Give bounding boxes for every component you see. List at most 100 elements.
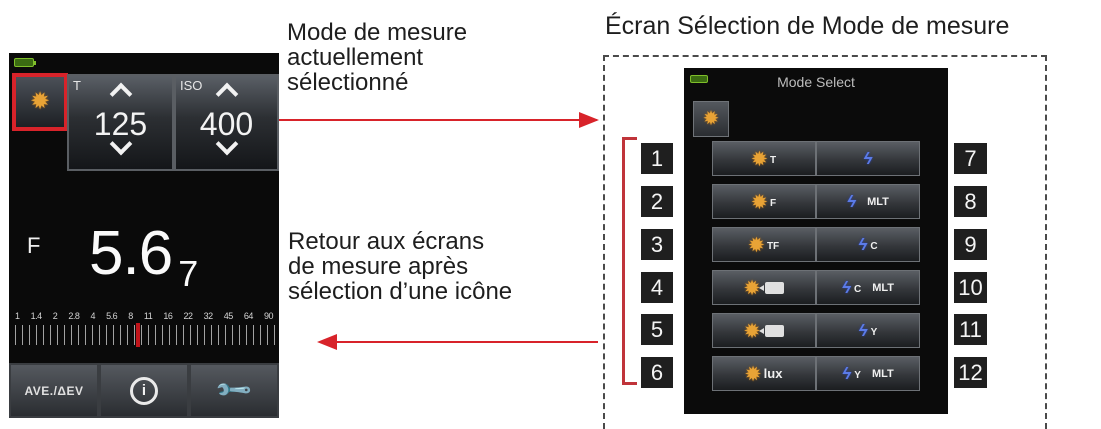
annotation-line: sélection d’une icône [288, 278, 513, 305]
iso-label: ISO [180, 78, 203, 93]
scale-label: 32 [203, 311, 214, 321]
sun-ambient-icon: ✹ [745, 363, 761, 384]
current-mode-button[interactable]: ✹ [12, 73, 68, 131]
mode-flash-cord-mlt-button[interactable]: ϟ C MLT [816, 270, 920, 305]
annotation-line: sélectionné [287, 69, 409, 96]
mode-number-badge: 7 [954, 143, 987, 174]
mode-number-badge: 5 [641, 314, 673, 345]
mode-flash-button[interactable]: ϟ [816, 141, 920, 176]
mode-number-badge: 2 [641, 186, 673, 217]
flash-bolt-icon: ϟ [841, 277, 851, 297]
shutter-up-button[interactable] [109, 78, 132, 107]
settings-button[interactable]: 🔧 [189, 363, 279, 418]
mode-number-badge: 8 [954, 186, 987, 217]
mode-ambient-lux-button[interactable]: ✹ lux [712, 356, 816, 391]
annotation-line: actuellement [287, 44, 424, 71]
aperture-main: 5.6 [89, 219, 173, 288]
chevron-up-icon [109, 82, 132, 106]
scale-label: 22 [183, 311, 193, 321]
scale-label: 90 [263, 311, 274, 321]
left-bracket [622, 137, 637, 385]
flash-bolt-icon: ϟ [842, 363, 852, 383]
mode-select-screen: Mode Select ✹ ✹ T ϟ ✹ F ϟ MLT ✹ TF ϟ C [684, 68, 948, 414]
cine-camera-icon [758, 281, 784, 294]
scale-label: 4 [90, 311, 96, 321]
scale-label: 2 [52, 311, 58, 321]
mode-flash-cord-button[interactable]: ϟ C [816, 227, 920, 262]
scale-label: 5.6 [106, 311, 118, 321]
mode-select-caption: Écran Sélection de Mode de mesure [605, 12, 1010, 40]
sun-ambient-icon: ✹ [751, 191, 767, 212]
annotation-current-mode: Mode de mesure actuellement sélectionné [287, 20, 467, 95]
scale-needle [136, 323, 140, 347]
flash-bolt-icon: ϟ [863, 148, 873, 168]
wrench-icon: 🔧 [213, 370, 255, 411]
mode-ambient-tf-button[interactable]: ✹ TF [712, 227, 816, 262]
shutter-value: 125 [93, 106, 148, 142]
annotation-line: Mode de mesure [287, 19, 468, 46]
iso-value: 400 [199, 106, 254, 142]
mode-ambient-f-button[interactable]: ✹ F [712, 184, 816, 219]
scale-ticks [15, 325, 275, 345]
iso-spinner: ISO 400 [174, 74, 279, 171]
sun-ambient-icon: ✹ [748, 234, 764, 255]
mode-number-badge: 12 [954, 357, 987, 388]
chevron-up-icon [215, 82, 238, 106]
mode-extra-label: MLT [871, 367, 894, 380]
mode-sub-label: TF [766, 241, 780, 252]
mode-flash-cordless-mlt-button[interactable]: ϟ Y MLT [816, 356, 920, 391]
mode-sub-label: C [870, 241, 878, 252]
aperture-scale: 1 1.4 2 2.8 4 5.6 8 11 16 22 32 45 64 90 [9, 311, 279, 347]
cine-camera-icon [758, 324, 784, 337]
iso-up-button[interactable] [215, 78, 238, 107]
mode-flash-cordless-button[interactable]: ϟ Y [816, 313, 920, 348]
current-mode-indicator[interactable]: ✹ [693, 101, 729, 137]
sun-ambient-icon: ✹ [744, 320, 760, 341]
scale-label: 2.8 [68, 311, 80, 321]
scale-label: 64 [243, 311, 254, 321]
dashed-frame [603, 55, 1047, 429]
mode-number-badge: 3 [641, 229, 673, 260]
info-button[interactable]: i [99, 363, 189, 418]
shutter-speed-spinner: T 125 [67, 74, 174, 171]
mode-ambient-t-button[interactable]: ✹ T [712, 141, 816, 176]
shutter-label: T [73, 78, 81, 93]
mode-sub-label: T [769, 155, 777, 166]
shutter-down-button[interactable] [109, 132, 132, 165]
arrow-left-icon [317, 334, 598, 350]
mode-sub-label: F [769, 198, 777, 209]
annotation-line: Retour aux écrans [288, 228, 485, 255]
mode-extra-label: MLT [867, 195, 889, 208]
mode-ambient-cine-b-button[interactable]: ✹ [712, 313, 816, 348]
iso-down-button[interactable] [215, 132, 238, 165]
aperture-tenths: 7 [178, 253, 198, 294]
mode-extra-label: MLT [872, 281, 895, 294]
scale-labels: 1 1.4 2 2.8 4 5.6 8 11 16 22 32 45 64 90 [9, 311, 279, 321]
mode-flash-mlt-button[interactable]: ϟ MLT [816, 184, 920, 219]
mode-number-badge: 10 [954, 272, 987, 303]
flash-bolt-icon: ϟ [858, 320, 868, 340]
scale-label: 16 [163, 311, 173, 321]
battery-icon [14, 58, 36, 67]
mode-ambient-cine-a-button[interactable]: ✹ [712, 270, 816, 305]
sun-ambient-icon: ✹ [29, 88, 51, 115]
mode-number-badge: 6 [641, 357, 673, 388]
sun-ambient-icon: ✹ [751, 148, 767, 169]
scale-label: 1.4 [30, 311, 43, 321]
scale-label: 11 [143, 311, 153, 321]
info-cycle-icon: i [130, 376, 158, 405]
ave-dev-button[interactable]: AVE./ΔEV [9, 363, 99, 418]
mode-select-title: Mode Select [777, 74, 855, 90]
battery-icon [690, 75, 708, 83]
mode-sub-label: Y [854, 370, 861, 381]
flash-bolt-icon: ϟ [847, 191, 857, 211]
chevron-down-icon [215, 132, 238, 156]
scale-label: 1 [15, 311, 20, 321]
annotation-return: Retour aux écrans de mesure après sélect… [288, 229, 512, 304]
arrow-right-icon [279, 112, 599, 128]
sun-ambient-icon: ✹ [702, 108, 720, 130]
mode-number-badge: 11 [954, 314, 987, 345]
ave-dev-label: AVE./ΔEV [24, 383, 84, 398]
bottom-toolbar: AVE./ΔEV i 🔧 [9, 363, 279, 418]
